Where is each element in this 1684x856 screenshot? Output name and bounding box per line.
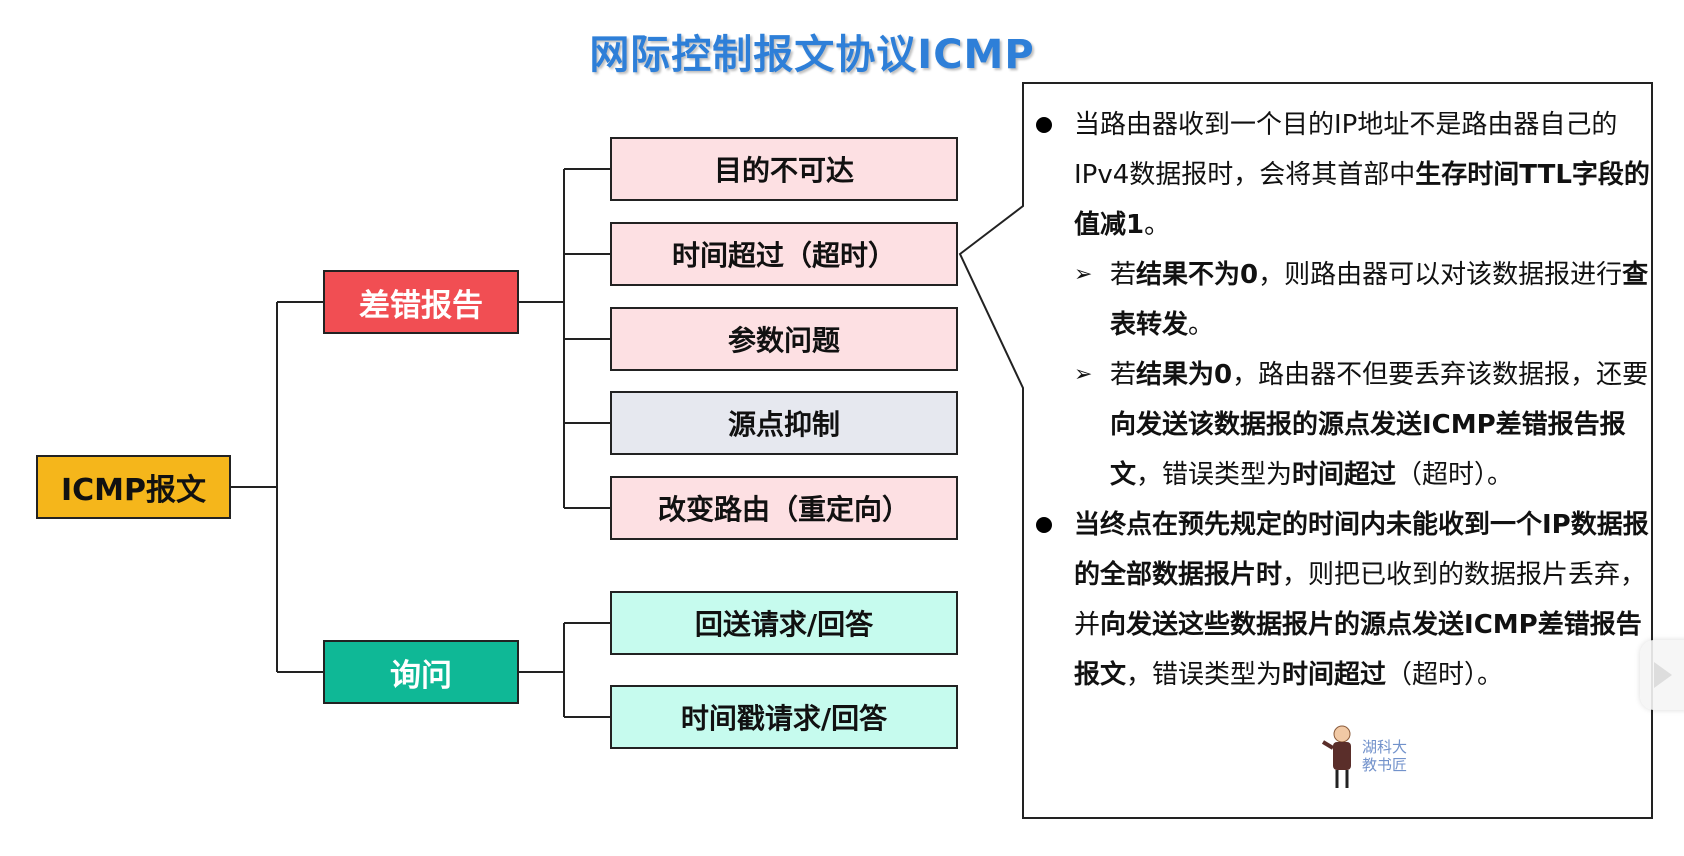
- category-query: 询问: [323, 640, 519, 704]
- text: ，错误类型为: [1126, 660, 1283, 690]
- text-bold: 查表转发: [1110, 260, 1649, 340]
- callout-bullet-2: 当终点在预先规定的时间内未能收到一个IP数据报的全部数据报片时，则把已收到的数据…: [1030, 500, 1660, 700]
- leaf-parameter-problem: 参数问题: [610, 307, 958, 371]
- text-bold: 结果为0: [1136, 360, 1233, 390]
- leaf-destination-unreachable: 目的不可达: [610, 137, 958, 201]
- mascot-icon: [1322, 725, 1351, 788]
- callout-border: [958, 82, 1653, 819]
- arrow-bullet-icon: ➢: [1074, 362, 1093, 387]
- play-icon: [1654, 662, 1672, 688]
- text: 若: [1110, 260, 1137, 290]
- text-bold: 生存时间TTL字段的值减1: [1074, 160, 1650, 240]
- text: 。: [1144, 210, 1171, 240]
- text-bold: 向发送该数据报的源点发送ICMP差错报告报文: [1110, 410, 1626, 490]
- text-bold: 时间超过: [1282, 660, 1387, 690]
- watermark-line: 湖科大: [1362, 738, 1408, 756]
- text: （超时）。: [1386, 660, 1504, 690]
- text-bold: 当终点在预先规定的时间内未能收到一个IP数据报的全部数据报片时: [1074, 510, 1649, 590]
- text-bold: 结果不为0: [1136, 260, 1259, 290]
- leaf-source-quench: 源点抑制: [610, 391, 958, 455]
- leaf-echo-request-reply: 回送请求/回答: [610, 591, 958, 655]
- leaf-redirect: 改变路由（重定向）: [610, 476, 958, 540]
- callout-bullet-1: 当路由器收到一个目的IP地址不是路由器自己的IPv4数据报时，会将其首部中生存时…: [1030, 100, 1660, 250]
- leaf-timestamp-request-reply: 时间戳请求/回答: [610, 685, 958, 749]
- callout-time-exceeded: 当路由器收到一个目的IP地址不是路由器自己的IPv4数据报时，会将其首部中生存时…: [1030, 100, 1660, 700]
- leaf-time-exceeded: 时间超过（超时）: [610, 222, 958, 286]
- text-bold: 向发送这些数据报片的源点发送ICMP差错报告报文: [1074, 610, 1642, 690]
- bullet-dot-icon: [1036, 117, 1052, 133]
- play-button[interactable]: [1640, 640, 1684, 710]
- text: 若: [1110, 360, 1137, 390]
- category-error-report: 差错报告: [323, 270, 519, 334]
- slide-title: 网际控制报文协议ICMP: [589, 32, 1035, 78]
- callout-sub-1: ➢ 若结果不为0，则路由器可以对该数据报进行查表转发。: [1030, 250, 1660, 350]
- text: （超时）。: [1396, 460, 1514, 490]
- text: 当路由器收到一个目的IP地址不是路由器自己的IPv4数据报时，会将其首部中: [1074, 110, 1618, 190]
- text: ，路由器不但要丢弃该数据报，还要: [1232, 360, 1649, 390]
- callout-sub-2: ➢ 若结果为0，路由器不但要丢弃该数据报，还要向发送该数据报的源点发送ICMP差…: [1030, 350, 1660, 500]
- bullet-dot-icon: [1036, 517, 1052, 533]
- watermark: 湖科大 教书匠: [1362, 738, 1407, 774]
- text: 。: [1188, 310, 1215, 340]
- text: ，则把已收到的数据报片丢弃，并: [1074, 560, 1647, 640]
- watermark-line: 教书匠: [1362, 756, 1408, 774]
- text: ，错误类型为: [1136, 460, 1293, 490]
- root-node-icmp-message: ICMP报文: [36, 455, 231, 519]
- text-bold: 时间超过: [1292, 460, 1397, 490]
- arrow-bullet-icon: ➢: [1074, 262, 1093, 287]
- text: ，则路由器可以对该数据报进行: [1258, 260, 1623, 290]
